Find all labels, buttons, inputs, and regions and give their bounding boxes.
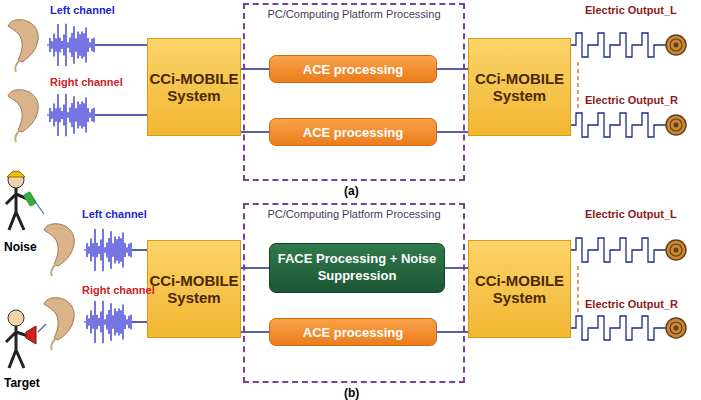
- cci-mobile-box: CCi-MOBILE System: [147, 38, 241, 136]
- box-label: ACE processing: [303, 325, 403, 340]
- sync-line: [577, 266, 579, 312]
- text-label: Electric Output_L: [585, 208, 677, 220]
- text-label: Noise: [4, 240, 37, 254]
- signal-connector: [241, 331, 269, 333]
- text-label: (a): [344, 184, 359, 198]
- pulse-train: [570, 33, 666, 340]
- ace-processing-box: ACE processing: [269, 55, 437, 83]
- text-label: (b): [344, 386, 359, 400]
- cci-mobile-box: CCi-MOBILE System: [468, 38, 571, 136]
- text-label: Right channel: [50, 76, 123, 88]
- electrode-coil: [666, 115, 686, 135]
- text-label: Left channel: [50, 4, 115, 16]
- text-label: Electric Output_R: [585, 94, 678, 106]
- ace-processing-box: ACE processing: [269, 318, 437, 346]
- signal-connector: [241, 267, 269, 269]
- noise-person: [6, 171, 44, 230]
- text-label: Electric Output_R: [585, 298, 678, 310]
- cci-mobile-box: CCi-MOBILE System: [147, 240, 241, 338]
- box-label: CCi-MOBILE System: [148, 70, 240, 105]
- hearing-aid: [8, 90, 38, 142]
- box-label: ACE processing: [303, 62, 403, 77]
- processing-platform-group: PC/Computing Platform ProcessingACE proc…: [243, 3, 465, 181]
- hearing-aid: [44, 224, 74, 276]
- cci-mobile-box: CCi-MOBILE System: [468, 240, 571, 338]
- box-label: CCi-MOBILE System: [469, 70, 570, 105]
- box-label: CCi-MOBILE System: [148, 272, 240, 307]
- group-title: PC/Computing Platform Processing: [245, 208, 463, 220]
- box-label: ACE processing: [303, 125, 403, 140]
- target-person: [6, 310, 46, 368]
- electrode-coil: [666, 318, 686, 338]
- box-label: CCi-MOBILE System: [469, 272, 570, 307]
- group-title: PC/Computing Platform Processing: [245, 8, 463, 20]
- sync-line: [577, 62, 579, 108]
- ace-processing-box: ACE processing: [269, 118, 437, 146]
- text-label: Right channel: [82, 284, 155, 296]
- processing-platform-group: PC/Computing Platform ProcessingFACE Pro…: [243, 203, 465, 383]
- face-processing-box: FACE Processing + Noise Suppression: [269, 243, 445, 293]
- text-label: Electric Output_L: [585, 4, 677, 16]
- signal-connector: [241, 68, 269, 70]
- box-label: FACE Processing + Noise Suppression: [270, 251, 444, 285]
- text-label: Left channel: [82, 208, 147, 220]
- electrode-coil: [666, 240, 686, 260]
- electrode-coil: [666, 35, 686, 55]
- hearing-aid: [44, 298, 74, 350]
- signal-connector: [241, 131, 269, 133]
- hearing-aid: [8, 20, 38, 72]
- text-label: Target: [4, 376, 40, 390]
